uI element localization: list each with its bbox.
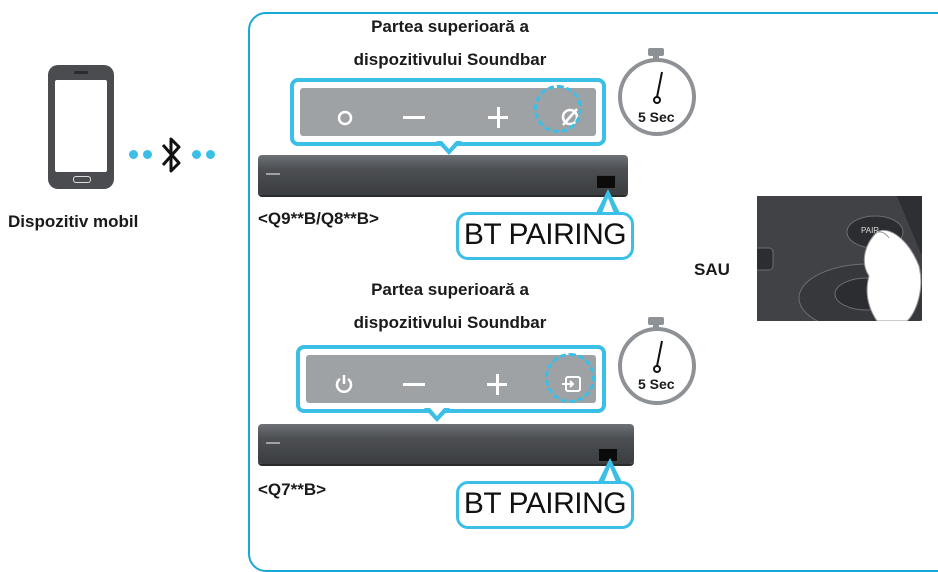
bt-dot — [206, 150, 215, 159]
model-label-bottom: <Q7**B> — [258, 480, 327, 499]
bt-pairing-callout-top: BT PAIRING — [456, 212, 634, 260]
panel-pointer — [424, 408, 450, 422]
bt-dot — [192, 150, 201, 159]
stopwatch-crown — [648, 317, 664, 325]
bt-dot — [143, 150, 152, 159]
phone-screen — [55, 80, 107, 172]
soundbar-q9 — [258, 155, 628, 195]
minus-icon — [403, 116, 425, 119]
stopwatch-hand — [653, 340, 663, 373]
callout-pointer — [596, 189, 620, 213]
power-icon — [335, 375, 353, 393]
soundbar-port — [596, 175, 616, 189]
phone-home-button — [73, 176, 91, 183]
bottom-title-line2: dispozitivului Soundbar — [353, 313, 547, 332]
bt-dot — [129, 150, 138, 159]
soundbar-q7 — [258, 424, 634, 464]
remote-control-photo: PAIR — [757, 196, 922, 321]
callout-pointer — [598, 458, 622, 482]
top-title-line1: Partea superioară a — [371, 17, 529, 36]
model-label-top: <Q9**B/Q8**B> — [258, 209, 379, 228]
circle-button-icon — [337, 110, 353, 126]
or-label: SAU — [694, 260, 730, 279]
minus-icon — [403, 383, 425, 386]
bluetooth-icon — [161, 137, 181, 173]
soundbar-port — [598, 448, 618, 462]
highlight-circle — [534, 85, 582, 133]
bt-pairing-callout-bottom: BT PAIRING — [456, 481, 634, 529]
stopwatch-hand — [653, 71, 663, 104]
timer-label: 5 Sec — [638, 109, 675, 125]
bottom-title-line1: Partea superioară a — [371, 280, 529, 299]
mobile-device-label: Dispozitiv mobil — [8, 212, 139, 231]
timer-label: 5 Sec — [638, 376, 675, 392]
highlight-circle — [545, 353, 595, 403]
top-title-line2: dispozitivului Soundbar — [353, 50, 547, 69]
stopwatch-crown — [648, 48, 664, 56]
panel-pointer — [436, 141, 462, 155]
phone-speaker — [74, 71, 88, 74]
remote-pair-button-label: PAIR — [861, 226, 880, 235]
